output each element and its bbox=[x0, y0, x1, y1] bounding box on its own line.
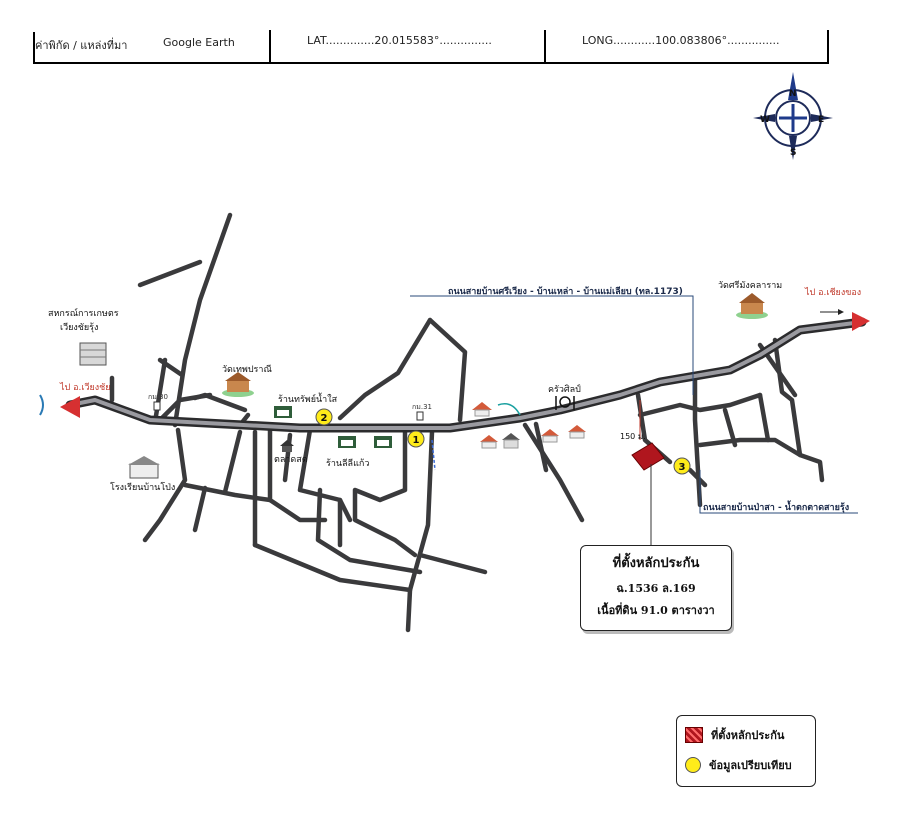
label-to-left: ไป อ.เวียงชัย bbox=[60, 383, 111, 393]
compass-w: W bbox=[760, 115, 770, 125]
shop-icon bbox=[274, 406, 292, 418]
house-icon bbox=[502, 433, 520, 449]
callout-deed: ฉ.1536 ล.169 bbox=[616, 582, 696, 595]
label-market: ตลาดสด bbox=[274, 455, 308, 465]
legend-comparison-label: ข้อมูลเปรียบเทียบ bbox=[709, 759, 792, 772]
source-label: ค่าพิกัด / แหล่งที่มา bbox=[35, 39, 128, 52]
label-km30: กม.30 bbox=[148, 393, 168, 401]
stream-line bbox=[431, 439, 436, 471]
compass-icon: N S E W bbox=[753, 72, 833, 160]
label-coop-2: เวียงชัยรุ้ง bbox=[60, 323, 99, 333]
label-wat-right: วัดศรีมังคลาราม bbox=[718, 281, 783, 291]
main-highway bbox=[65, 317, 867, 433]
km-post-icon bbox=[153, 401, 424, 421]
label-shop: ร้านทรัพย์น้ำใส bbox=[278, 395, 338, 405]
market-icon bbox=[280, 440, 294, 452]
map-legend: ที่ตั้งหลักประกัน ข้อมูลเปรียบเทียบ bbox=[676, 715, 816, 787]
svg-text:2: 2 bbox=[321, 413, 328, 424]
comparison-marker-1: 1 bbox=[407, 430, 425, 448]
comparison-marker-2: 2 bbox=[315, 408, 333, 426]
label-wat-thep: วัดเทพปราณี bbox=[222, 365, 272, 375]
collateral-swatch-icon bbox=[685, 727, 703, 743]
road-name-bottom: ถนนสายบ้านป่าสา - น้ำตกตาดสายรุ้ง bbox=[703, 503, 850, 513]
collateral-callout: ที่ตั้งหลักประกัน ฉ.1536 ล.169 เนื้อที่ด… bbox=[580, 545, 732, 631]
house-icon bbox=[480, 435, 498, 449]
label-distance: 150 ม. bbox=[620, 432, 646, 441]
long-value: LONG............100.083806°.............… bbox=[582, 34, 780, 47]
collateral-parcel-icon bbox=[631, 442, 665, 471]
left-arc bbox=[39, 394, 44, 416]
road-name-top: ถนนสายบ้านศรีเวียง - บ้านเหล่า - บ้านแม่… bbox=[448, 287, 683, 297]
comparison-marker-3: 3 bbox=[673, 457, 691, 475]
arrow-right-icon bbox=[838, 309, 844, 315]
school-icon bbox=[128, 456, 160, 479]
temple-icon bbox=[222, 372, 254, 397]
lat-value: LAT..............20.015583°.............… bbox=[307, 34, 492, 47]
shop-icon bbox=[338, 436, 356, 448]
svg-text:1: 1 bbox=[413, 435, 420, 446]
house-icon bbox=[541, 429, 559, 443]
header-bar: ค่าพิกัด / แหล่งที่มา Google Earth LAT..… bbox=[33, 24, 829, 64]
source-value: Google Earth bbox=[163, 36, 235, 49]
header-divider bbox=[33, 32, 35, 62]
road-top-leader bbox=[410, 295, 694, 395]
label-coop-1: สหกรณ์การเกษตร bbox=[48, 309, 119, 319]
compass-e: E bbox=[818, 115, 824, 125]
temple-icon bbox=[736, 293, 768, 319]
svg-text:3: 3 bbox=[679, 462, 686, 473]
arrow-left-icon bbox=[60, 396, 80, 418]
house-icon bbox=[568, 425, 586, 439]
legend-row-collateral: ที่ตั้งหลักประกัน bbox=[685, 726, 784, 744]
restaurant-icon bbox=[555, 396, 575, 410]
arrow-right-icon bbox=[852, 312, 870, 331]
label-kitchen: ครัวศิลป์ bbox=[548, 385, 581, 395]
label-to-right: ไป อ.เชียงของ bbox=[805, 288, 862, 298]
road-bottom-leader bbox=[699, 470, 858, 514]
callout-title: ที่ตั้งหลักประกัน bbox=[612, 556, 700, 571]
callout-area: เนื้อที่ดิน 91.0 ตารางวา bbox=[597, 604, 715, 617]
compass-n: N bbox=[789, 89, 797, 99]
stream-line bbox=[497, 403, 521, 416]
header-divider bbox=[544, 30, 546, 62]
label-km31: กม.31 bbox=[412, 403, 432, 411]
header-divider bbox=[827, 30, 829, 62]
shop-icon bbox=[374, 436, 392, 448]
comparison-swatch-icon bbox=[685, 757, 701, 773]
legend-row-comparison: ข้อมูลเปรียบเทียบ bbox=[685, 756, 792, 774]
legend-collateral-label: ที่ตั้งหลักประกัน bbox=[711, 729, 785, 742]
house-icon bbox=[472, 402, 492, 417]
header-divider bbox=[269, 30, 271, 62]
label-shop2: ร้านลีลีแก้ว bbox=[326, 459, 370, 469]
building-coop-icon bbox=[79, 342, 107, 366]
label-school: โรงเรียนบ้านโป่ง bbox=[110, 483, 176, 493]
compass-s: S bbox=[790, 148, 796, 158]
